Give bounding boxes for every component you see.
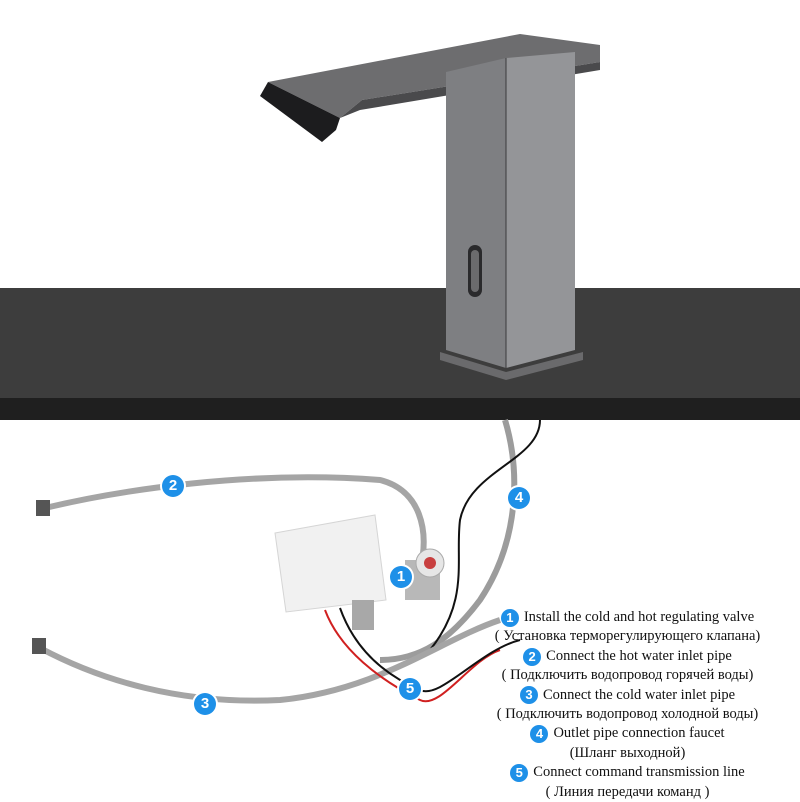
faucet-body-left	[446, 58, 506, 368]
badge-2: 2	[162, 475, 184, 497]
legend-badge-5: 5	[510, 763, 529, 782]
legend-badge-2: 2	[523, 647, 542, 666]
legend-badge-1: 1	[500, 608, 519, 627]
hot-inlet-hose	[44, 474, 427, 571]
faucet-spout-top	[268, 34, 600, 118]
faucet-base	[440, 352, 583, 380]
faucet-body-right	[506, 52, 575, 368]
badge-4: 4	[508, 487, 530, 509]
cold-inlet-hose	[38, 617, 501, 704]
legend-badge-4: 4	[530, 725, 549, 744]
legend-item-5-ru: ( Линия передачи команд )	[545, 783, 710, 800]
command-wire-red	[324, 609, 501, 703]
legend-item-4-ru: (Шланг выходной)	[569, 744, 686, 761]
legend-item-2-ru: ( Подключить водопровод горячей воды)	[501, 667, 754, 684]
outlet-hose	[379, 419, 518, 663]
legend-item-1-ru: ( Установка терморегулирующего клапана)	[494, 628, 761, 645]
sensor-cable	[429, 419, 541, 651]
hot-inlet-nut	[36, 500, 50, 516]
faucet-spout-lip	[260, 82, 340, 142]
legend-badge-3: 3	[519, 686, 538, 705]
legend-item-3-ru: ( Подключить водопровод холодной воды)	[496, 706, 759, 723]
badge-1: 1	[390, 566, 412, 588]
badge-5: 5	[399, 678, 421, 700]
cold-inlet-nut	[32, 638, 46, 654]
badge-3: 3	[194, 693, 216, 715]
countertop-edge	[0, 398, 800, 420]
control-box-fitting	[352, 600, 374, 630]
control-box	[274, 514, 387, 613]
